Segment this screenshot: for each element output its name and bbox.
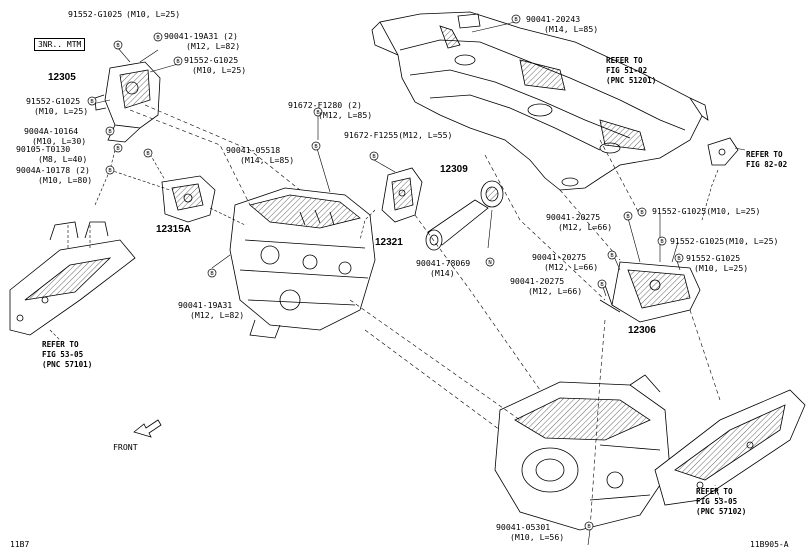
callout-9004a-10164: 9004A-10164(M10, L=30): [24, 126, 87, 146]
bolt-marker: B: [116, 146, 120, 152]
front-label: FRONT: [113, 442, 138, 452]
callout-90041-19a31: 90041-19A31(M12, L=82): [178, 300, 245, 320]
mount-12321: [381, 167, 423, 223]
bracket-right: [707, 137, 739, 166]
bolt-marker: B: [372, 154, 376, 160]
torque-rod-12309: [425, 180, 504, 251]
fastener-markers: [87, 14, 684, 531]
part-number-12315a: 12315A: [156, 224, 192, 235]
engine-assembly: [229, 187, 376, 339]
callout-91552-g1025-e: 91552-G1025(M10, L=25): [670, 236, 779, 246]
nut-marker: N: [488, 260, 491, 266]
callout-90041-20243: 90041-20243(M14, L=85): [526, 14, 599, 34]
bolt-marker: B: [514, 17, 518, 23]
bolt-marker: B: [108, 129, 112, 135]
transmission-mount-12306: [599, 261, 701, 323]
callout-90041-20275-c: 90041-20275(M12, L=66): [510, 276, 583, 296]
callout-91552-g1025-f: 91552-G1025(M10, L=25): [686, 253, 749, 273]
callout-90041-20275-a: 90041-20275(M12, L=66): [546, 212, 613, 232]
callout-90041-05301: 90041-05301(M10, L=56): [496, 522, 565, 542]
marker-letters: B B B B B B B B B B B B B N B B B B B B B: [90, 17, 681, 530]
side-member-right: [654, 389, 806, 506]
bolt-marker: B: [146, 151, 150, 157]
callout-91552-g1025-d: 91552-G1025(M10, L=25): [652, 206, 761, 216]
bolt-marker: B: [660, 239, 664, 245]
callout-91552-g1025-c: 91552-G1025(M10, L=25): [26, 96, 89, 116]
bolt-marker: B: [640, 210, 644, 216]
callout-90041-20275-b: 90041-20275(M12, L=66): [532, 252, 599, 272]
part-number-12321: 12321: [375, 237, 403, 248]
side-member-left: [9, 221, 136, 336]
part-number-12305: 12305: [48, 72, 76, 83]
callout-90105-t0130: 90105-T0130(M8, L=40): [16, 144, 88, 164]
part-number-12306: 12306: [628, 325, 656, 336]
bolt-marker: B: [176, 59, 180, 65]
callout-91552-g1025-b: 91552-G1025(M10, L=25): [184, 55, 247, 75]
bolt-marker: B: [316, 110, 320, 116]
bolt-marker: B: [314, 144, 318, 150]
footer-right-code: 11B905-A: [750, 540, 789, 549]
bolt-marker: B: [600, 282, 604, 288]
bolt-marker: B: [156, 35, 160, 41]
bolt-marker: B: [677, 256, 681, 262]
footer-left-code: 11B7: [10, 540, 30, 549]
bracket-12315a: [161, 175, 216, 223]
callout-90041-78069: 90041-78069(M14): [416, 258, 471, 278]
bolt-marker: B: [90, 99, 94, 105]
callout-91672-f1280-2: 91672-F1280 (2)(M12, L=85): [288, 100, 373, 120]
bolt-marker: B: [610, 253, 614, 259]
engine-mount-12305: [94, 61, 161, 143]
callout-90041-19a31-2: 90041-19A31 (2)(M12, L=82): [164, 31, 241, 51]
variant-box: 3NR.. MTM: [34, 38, 86, 51]
part-number-12309: 12309: [440, 164, 468, 175]
front-arrow: [133, 419, 162, 438]
transmission-assembly: [494, 374, 671, 531]
bolt-marker: B: [587, 524, 591, 530]
callout-9004a-10178-2: 9004A-10178 (2)(M10, L=80): [16, 165, 93, 185]
bolt-marker: B: [116, 43, 120, 49]
bolt-marker: B: [210, 271, 214, 277]
callout-90041-05518: 90041-05518(M14, L=85): [226, 145, 295, 165]
callout-91672-f1255: 91672-F1255(M12, L=55): [344, 130, 453, 140]
bolt-marker: B: [626, 214, 630, 220]
callout-91552-g1025-a: 91552-G1025(M10, L=25): [68, 9, 181, 19]
front-subframe: [371, 11, 709, 191]
bolt-marker: B: [108, 168, 112, 174]
